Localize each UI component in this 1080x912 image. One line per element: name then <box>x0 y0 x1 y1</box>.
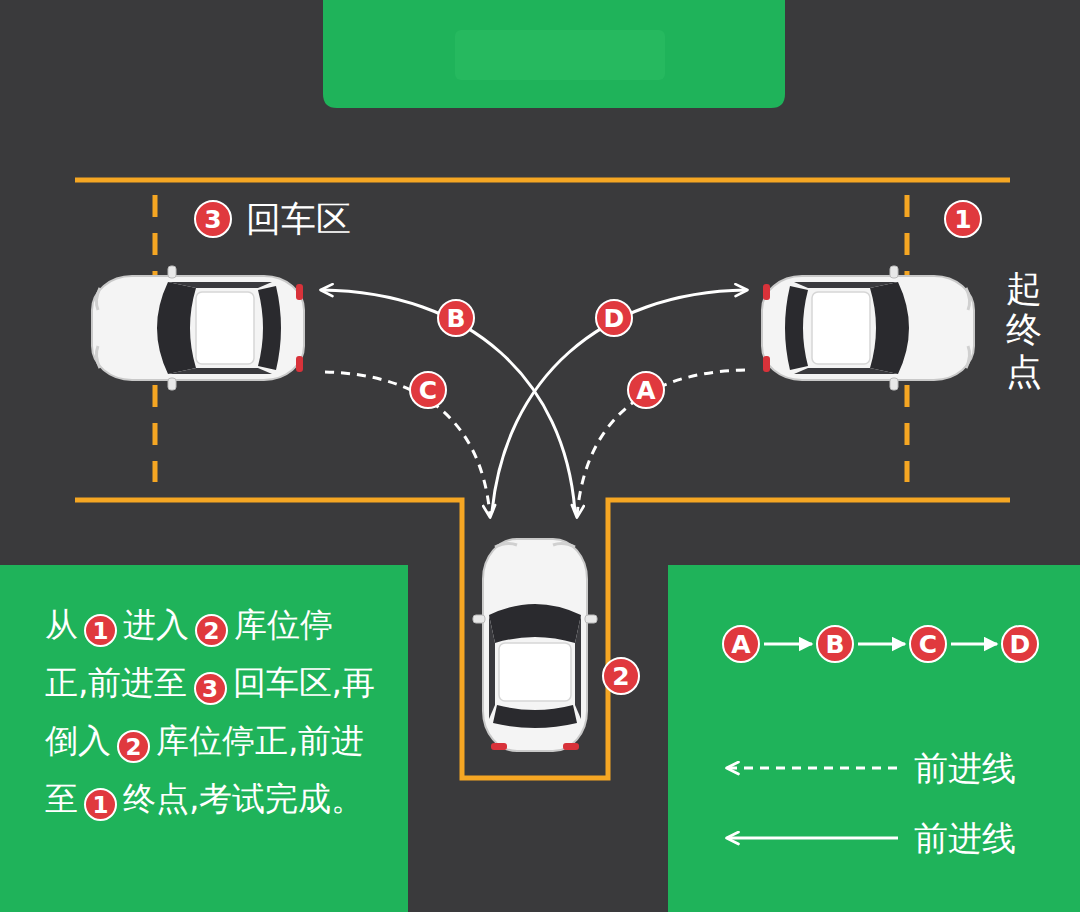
callout-badge: 2 <box>602 657 640 695</box>
callout-badge: D <box>1001 625 1039 663</box>
callout-text: B <box>446 306 465 331</box>
callout-text: A <box>731 632 750 657</box>
instruction-text: 从1进入2库位停正,前进至3回车区,再倒入2库位停正,前进至1终点,考试完成。 <box>45 596 375 828</box>
callout-badge: C <box>909 625 947 663</box>
callout-text: A <box>636 378 655 403</box>
instruction-segment: 进入 <box>123 605 189 644</box>
legend-text: 前进线 <box>914 748 1016 788</box>
sequence-arrow <box>858 643 905 646</box>
callout-badge: A <box>627 371 665 409</box>
sequence-arrow <box>951 643 997 646</box>
callout-text: 2 <box>612 664 629 689</box>
legend-text: 前进线 <box>914 818 1016 858</box>
callout-badge: A <box>722 625 760 663</box>
zone-label: 回车区 <box>246 199 351 239</box>
inline-badge: 1 <box>84 788 117 821</box>
callout-badge: 3 <box>194 200 232 238</box>
vertical-label: 起终点 <box>1006 268 1042 392</box>
callout-text: 3 <box>204 207 221 232</box>
callout-badge: B <box>437 299 475 337</box>
instruction-segment: 终点,考试完成。 <box>123 779 365 818</box>
callout-text: C <box>919 632 937 657</box>
callout-badge: 1 <box>944 200 982 238</box>
callout-text: B <box>825 632 844 657</box>
callout-badge: D <box>595 299 633 337</box>
instruction-segment: 从 <box>45 605 78 644</box>
callout-text: C <box>419 378 437 403</box>
inline-badge: 2 <box>117 730 150 763</box>
callout-badge: C <box>409 371 447 409</box>
callout-text: D <box>1010 632 1031 657</box>
sequence-arrow <box>764 643 812 646</box>
inline-badge: 1 <box>84 614 117 647</box>
inline-badge: 2 <box>195 614 228 647</box>
callout-text: 1 <box>954 207 971 232</box>
callout-badge: B <box>816 625 854 663</box>
inline-badge: 3 <box>194 672 227 705</box>
callout-text: D <box>604 306 625 331</box>
